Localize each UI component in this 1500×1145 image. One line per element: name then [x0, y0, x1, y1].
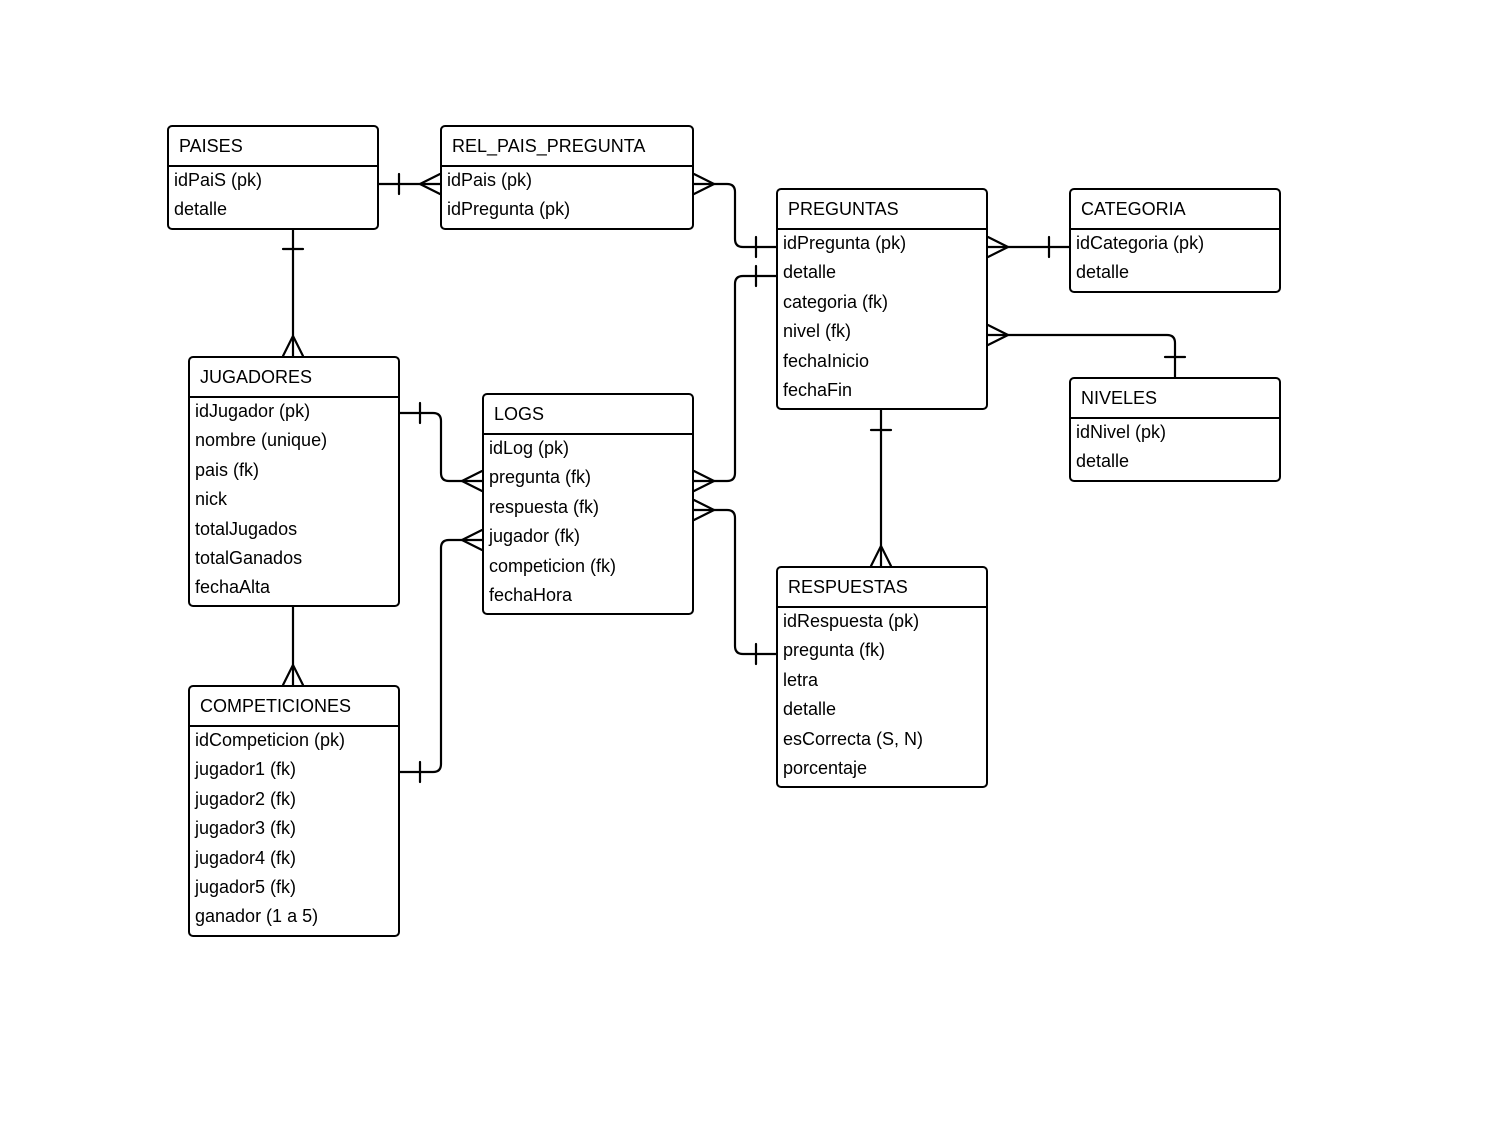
entity-paises: PAISES idPaiS (pk) detalle [167, 125, 379, 230]
attribute-row: idPaiS (pk) [174, 170, 263, 190]
entity-jugadores: JUGADORES idJugador (pk) nombre (unique) pa… [188, 356, 400, 607]
attribute-row: idPais (pk) [447, 170, 533, 190]
attribute-row: idCategoria (pk) [1076, 233, 1205, 253]
attribute-row: pais (fk) [195, 459, 260, 480]
entity-preguntas: PREGUNTAS idPregunta (pk) detalle categoria… [776, 188, 988, 410]
attribute-row: fechaInicio [783, 350, 870, 371]
rel-jugadores-competiciones [281, 605, 305, 687]
attribute-row: idLog (pk) [489, 438, 570, 458]
entity-title: PAISES [169, 127, 377, 167]
attribute-row: jugador5 (fk) [195, 876, 297, 897]
entity-categoria: CATEGORIA idCategoria (pk) detalle [1069, 188, 1281, 293]
attribute-row: jugador3 (fk) [195, 818, 297, 839]
attribute-row: idNivel (pk) [1076, 422, 1167, 442]
attribute-list: idCompeticion (pk) jugador1 (fk) jugador2 … [190, 727, 398, 933]
rel-paises-relpaispregunta [377, 172, 442, 196]
entity-logs: LOGS idLog (pk) pregunta (fk) respuesta (fk… [482, 393, 694, 615]
attribute-row: fechaAlta [195, 577, 271, 598]
attribute-list: idPregunta (pk) detalle categoria (fk) nive… [778, 230, 986, 406]
attribute-row: jugador4 (fk) [195, 847, 297, 868]
entity-competiciones: COMPETICIONES idCompeticion (pk) jugador1 … [188, 685, 400, 937]
attribute-row: pregunta (fk) [783, 640, 886, 661]
attribute-row: porcentaje [783, 757, 868, 778]
attribute-row: idPregunta (pk) [447, 199, 571, 220]
attribute-row: detalle [1076, 451, 1130, 472]
attribute-row: competicion (fk) [489, 555, 617, 576]
entity-niveles: NIVELES idNivel (pk) detalle [1069, 377, 1281, 482]
attribute-row: pregunta (fk) [489, 467, 592, 488]
attribute-row: totalJugados [195, 518, 298, 539]
attribute-row: idCompeticion (pk) [195, 730, 346, 750]
attribute-list: idNivel (pk) detalle [1071, 419, 1279, 478]
attribute-row: detalle [783, 699, 837, 720]
entity-title: CATEGORIA [1071, 190, 1279, 230]
attribute-row: totalGanados [195, 547, 303, 568]
entity-title: JUGADORES [190, 358, 398, 398]
entity-title: COMPETICIONES [190, 687, 398, 727]
attribute-row: nombre (unique) [195, 430, 328, 451]
entity-title: RESPUESTAS [778, 568, 986, 608]
entity-title: PREGUNTAS [778, 190, 986, 230]
attribute-row: categoria (fk) [783, 291, 889, 312]
rel-competiciones-logs [398, 528, 484, 784]
rel-paises-jugadores [281, 228, 305, 358]
attribute-row: detalle [1076, 262, 1130, 283]
attribute-row: idRespuesta (pk) [783, 611, 920, 631]
attribute-row: detalle [174, 199, 228, 220]
attribute-row: idJugador (pk) [195, 401, 311, 421]
entity-title: REL_PAIS_PREGUNTA [442, 127, 692, 167]
attribute-list: idRespuesta (pk) pregunta (fk) letra detall… [778, 608, 986, 784]
attribute-row: fechaFin [783, 379, 853, 400]
rel-logs-respuestas [692, 498, 778, 666]
attribute-row: esCorrecta (S, N) [783, 728, 924, 749]
attribute-row: jugador1 (fk) [195, 759, 297, 780]
entity-title: LOGS [484, 395, 692, 435]
attribute-list: idCategoria (pk) detalle [1071, 230, 1279, 289]
entity-title: NIVELES [1071, 379, 1279, 419]
rel-preguntas-respuestas [869, 408, 893, 568]
rel-preguntas-categoria [986, 235, 1071, 259]
rel-jugadores-logs [398, 401, 484, 493]
entity-rel-pais-pregunta: REL_PAIS_PREGUNTA idPais (pk) idPregunta (… [440, 125, 694, 230]
attribute-row: respuesta (fk) [489, 496, 600, 517]
attribute-row: ganador (1 a 5) [195, 906, 319, 927]
attribute-row: jugador (fk) [489, 526, 581, 547]
attribute-row: letra [783, 669, 819, 690]
attribute-row: detalle [783, 262, 837, 283]
attribute-list: idPais (pk) idPregunta (pk) [442, 167, 692, 226]
attribute-row: jugador2 (fk) [195, 788, 297, 809]
rel-preguntas-niveles [986, 323, 1187, 379]
attribute-row: nick [195, 489, 228, 510]
attribute-list: idLog (pk) pregunta (fk) respuesta (fk) jug… [484, 435, 692, 611]
attribute-list: idPaiS (pk) detalle [169, 167, 377, 226]
rel-logs-preguntas [692, 264, 778, 493]
entity-respuestas: RESPUESTAS idRespuesta (pk) pregunta (fk) l… [776, 566, 988, 788]
attribute-row: fechaHora [489, 584, 573, 605]
attribute-row: idPregunta (pk) [783, 233, 907, 253]
attribute-row: nivel (fk) [783, 321, 852, 342]
rel-relpaispregunta-preguntas [692, 172, 778, 259]
attribute-list: idJugador (pk) nombre (unique) pais (fk) ni… [190, 398, 398, 604]
